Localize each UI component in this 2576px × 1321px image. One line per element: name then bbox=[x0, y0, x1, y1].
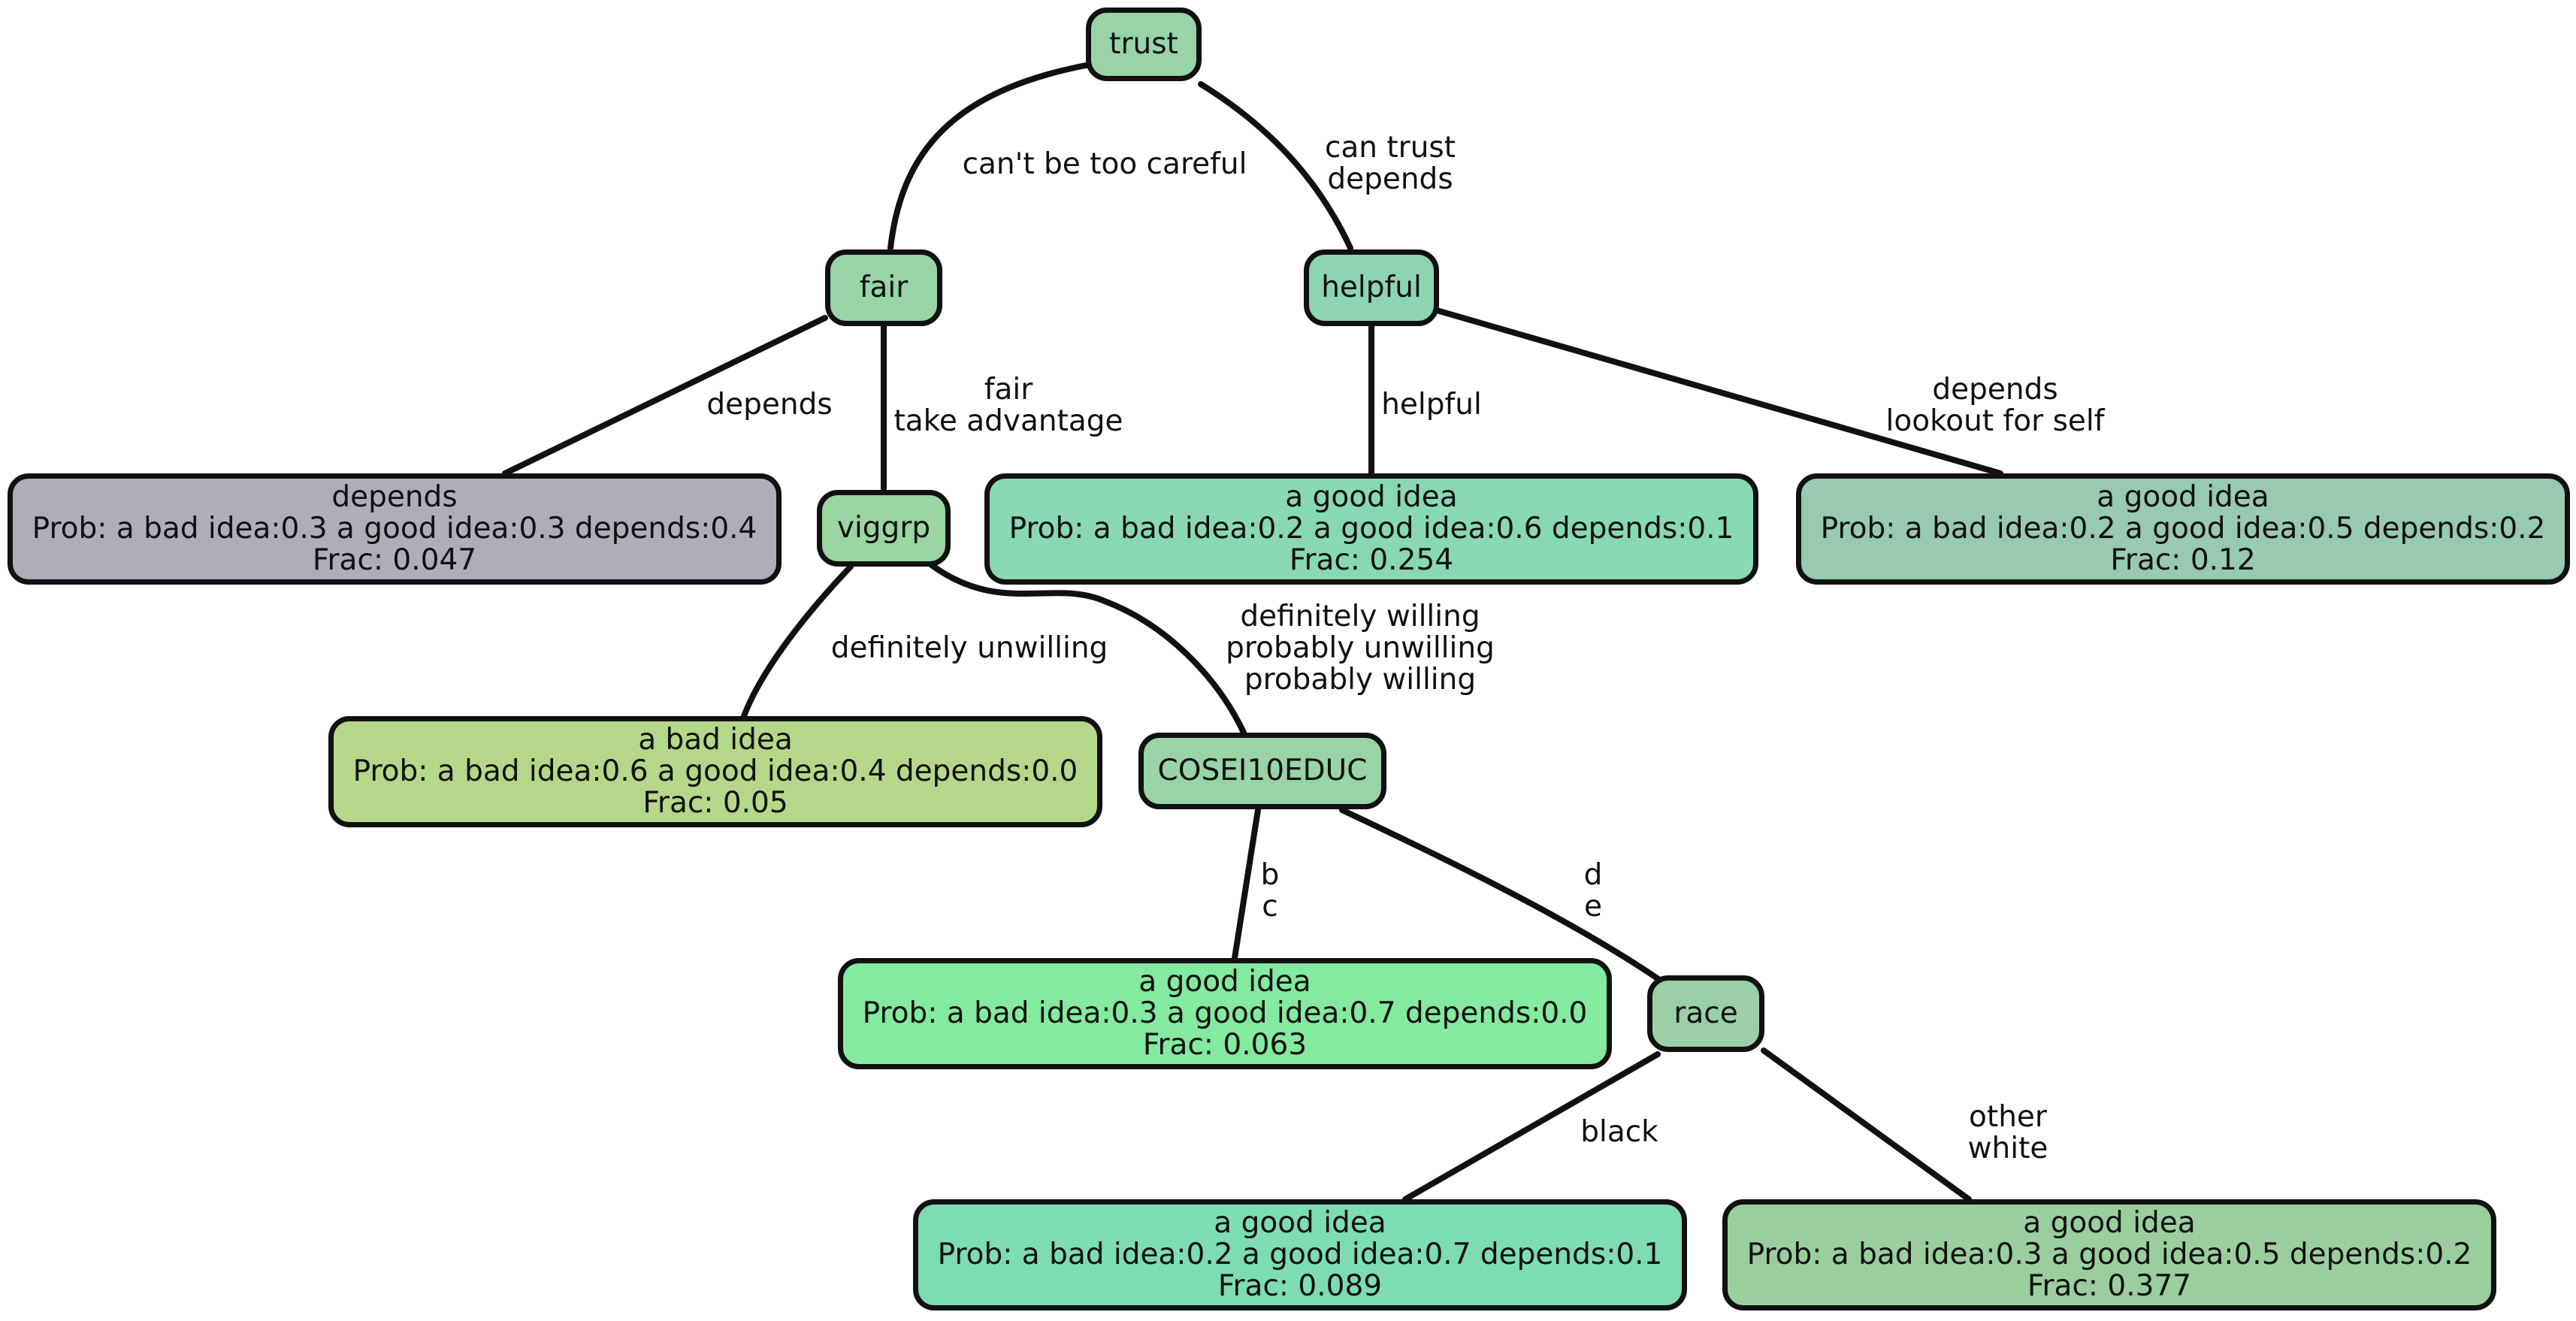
edge-label-line: lookout for self bbox=[1885, 404, 2105, 438]
leaf-helpful-good-idea[interactable]: a good idea Prob: a bad idea:0.2 a good … bbox=[984, 473, 1758, 585]
edge-label-line: b bbox=[1260, 858, 1280, 892]
edge-race-white bbox=[1761, 1047, 1972, 1202]
edge-label-line: definitely unwilling bbox=[830, 631, 1108, 665]
leaf-frac: Frac: 0.047 bbox=[312, 543, 477, 577]
leaf-title: a good idea bbox=[2023, 1206, 2196, 1240]
edge-label-line: depends bbox=[706, 388, 833, 422]
edge-label-helpful-helpful: helpful bbox=[1381, 389, 1482, 421]
edge-label-line: depends bbox=[1327, 162, 1453, 196]
edge-label-line: helpful bbox=[1381, 388, 1482, 422]
leaf-frac: Frac: 0.089 bbox=[1217, 1269, 1383, 1303]
node-cosei10educ-label: COSEI10EDUC bbox=[1157, 754, 1368, 787]
node-trust-label: trust bbox=[1109, 27, 1178, 61]
node-helpful-label: helpful bbox=[1321, 271, 1422, 304]
leaf-bc-good-idea[interactable]: a good idea Prob: a bad idea:0.3 a good … bbox=[838, 958, 1612, 1069]
node-trust[interactable]: trust bbox=[1086, 8, 1202, 81]
leaf-prob: Prob: a bad idea:0.2 a good idea:0.6 dep… bbox=[1008, 512, 1734, 546]
edge-label-race-white: other white bbox=[1968, 1102, 2048, 1165]
edge-label-line: d bbox=[1583, 858, 1603, 892]
edge-cosei-race bbox=[1339, 807, 1664, 984]
edge-trust-helpful bbox=[1198, 81, 1353, 251]
edge-label-viggrp-unwilling: definitely unwilling bbox=[831, 633, 1108, 664]
leaf-title: a good idea bbox=[1138, 965, 1311, 999]
leaf-depends[interactable]: depends Prob: a bad idea:0.3 a good idea… bbox=[8, 473, 782, 585]
edge-label-line: c bbox=[1262, 890, 1278, 923]
edge-label-fair-viggrp: fair take advantage bbox=[893, 374, 1123, 437]
node-viggrp-label: viggrp bbox=[836, 511, 931, 545]
leaf-lookout-good-idea[interactable]: a good idea Prob: a bad idea:0.2 a good … bbox=[1796, 473, 2570, 585]
edge-label-line: probably unwilling bbox=[1226, 631, 1495, 665]
leaf-prob: Prob: a bad idea:0.3 a good idea:0.7 dep… bbox=[862, 996, 1588, 1030]
edge-label-trust-fair: can't be too careful bbox=[963, 149, 1247, 180]
edge-label-line: depends bbox=[1932, 373, 2058, 407]
edge-label-cosei-bc: b c bbox=[1261, 860, 1280, 923]
edge-label-trust-helpful: can trust depends bbox=[1325, 132, 1456, 195]
leaf-frac: Frac: 0.05 bbox=[642, 786, 788, 820]
node-cosei10educ[interactable]: COSEI10EDUC bbox=[1138, 733, 1386, 809]
edge-fair-depends bbox=[502, 315, 828, 476]
edge-label-cosei-race: d e bbox=[1584, 860, 1603, 923]
node-viggrp[interactable]: viggrp bbox=[817, 490, 951, 567]
node-fair[interactable]: fair bbox=[825, 249, 942, 326]
node-race[interactable]: race bbox=[1647, 975, 1764, 1052]
leaf-frac: Frac: 0.12 bbox=[2110, 543, 2256, 577]
edge-label-viggrp-cosei: definitely willing probably unwilling pr… bbox=[1226, 601, 1495, 696]
edge-helpful-lookout bbox=[1434, 307, 2003, 476]
leaf-frac: Frac: 0.254 bbox=[1289, 543, 1454, 577]
edge-label-line: white bbox=[1967, 1132, 2048, 1165]
leaf-title: a good idea bbox=[1214, 1206, 1386, 1240]
leaf-title: depends bbox=[331, 480, 458, 514]
edge-cosei-bc bbox=[1232, 807, 1261, 961]
node-helpful[interactable]: helpful bbox=[1304, 249, 1439, 326]
edge-label-race-black: black bbox=[1580, 1117, 1658, 1148]
edge-label-line: definitely willing bbox=[1240, 600, 1480, 633]
leaf-prob: Prob: a bad idea:0.6 a good idea:0.4 dep… bbox=[352, 754, 1078, 788]
leaf-prob: Prob: a bad idea:0.3 a good idea:0.3 dep… bbox=[32, 512, 757, 546]
edge-label-line: black bbox=[1580, 1115, 1658, 1149]
leaf-black-good-idea[interactable]: a good idea Prob: a bad idea:0.2 a good … bbox=[913, 1199, 1687, 1310]
leaf-title: a good idea bbox=[1285, 480, 1458, 514]
edge-viggrp-cosei bbox=[927, 561, 1247, 736]
edge-label-line: can trust bbox=[1324, 131, 1456, 165]
edge-trust-fair bbox=[887, 62, 1093, 251]
leaf-prob: Prob: a bad idea:0.2 a good idea:0.5 dep… bbox=[1820, 512, 2546, 546]
leaf-frac: Frac: 0.063 bbox=[1142, 1028, 1308, 1062]
edge-label-fair-depends: depends bbox=[706, 389, 832, 421]
edge-viggrp-unwilling bbox=[741, 564, 854, 719]
leaf-prob: Prob: a bad idea:0.2 a good idea:0.7 dep… bbox=[937, 1238, 1663, 1271]
leaf-prob: Prob: a bad idea:0.3 a good idea:0.5 dep… bbox=[1746, 1238, 2472, 1271]
leaf-white-good-idea[interactable]: a good idea Prob: a bad idea:0.3 a good … bbox=[1722, 1199, 2496, 1310]
edge-label-line: e bbox=[1583, 890, 1602, 923]
node-race-label: race bbox=[1673, 996, 1738, 1030]
edge-label-line: other bbox=[1969, 1100, 2047, 1134]
leaf-title: a bad idea bbox=[638, 723, 793, 757]
edge-race-black bbox=[1402, 1051, 1661, 1202]
node-fair-label: fair bbox=[859, 271, 909, 304]
leaf-title: a good idea bbox=[2097, 480, 2269, 514]
leaf-unwilling-bad-idea[interactable]: a bad idea Prob: a bad idea:0.6 a good i… bbox=[328, 716, 1102, 827]
leaf-frac: Frac: 0.377 bbox=[2027, 1269, 2192, 1303]
edge-label-line: can't be too careful bbox=[962, 147, 1247, 181]
edge-label-line: probably willing bbox=[1244, 663, 1477, 697]
edge-label-helpful-lookout: depends lookout for self bbox=[1886, 374, 2105, 437]
edge-label-line: fair bbox=[984, 373, 1033, 407]
edge-label-line: take advantage bbox=[893, 404, 1123, 438]
